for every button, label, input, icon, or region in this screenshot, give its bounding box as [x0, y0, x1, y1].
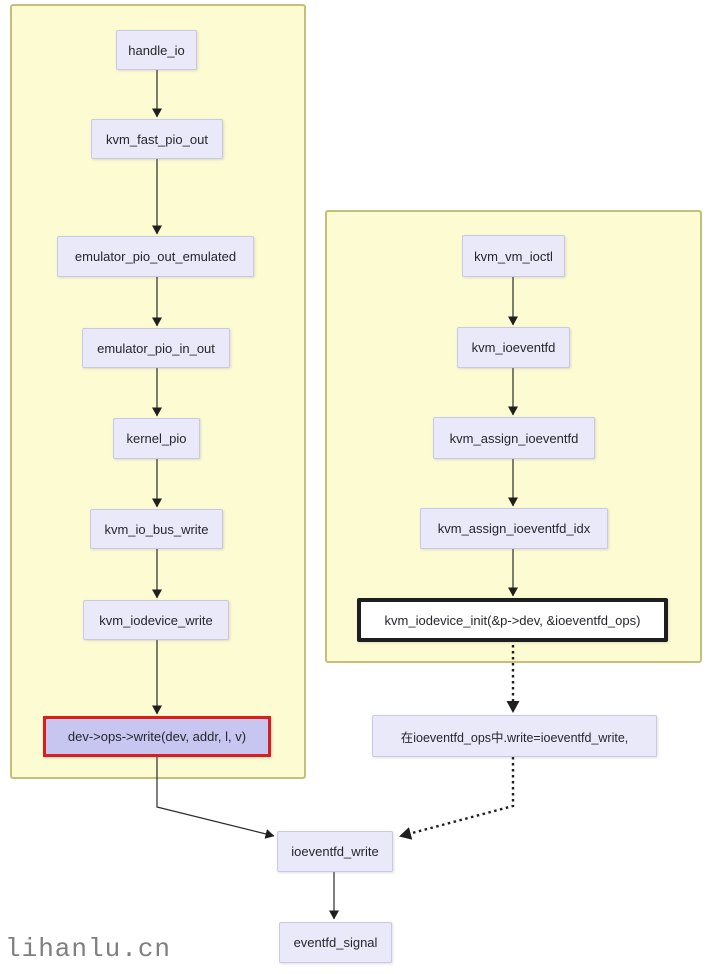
node-kvm-assign-ioeventfd-idx: kvm_assign_ioeventfd_idx — [420, 508, 608, 549]
node-kvm-iodevice-init: kvm_iodevice_init(&p->dev, &ioeventfd_op… — [357, 598, 668, 642]
node-kvm-vm-ioctl: kvm_vm_ioctl — [462, 235, 565, 277]
watermark: lihanlu.cn — [5, 934, 172, 964]
node-kernel-pio: kernel_pio — [113, 418, 200, 459]
node-ioeventfd-ops-note: 在ioeventfd_ops中.write=ioeventfd_write, — [372, 715, 657, 757]
node-dev-ops-write: dev->ops->write(dev, addr, l, v) — [43, 716, 271, 757]
node-kvm-io-bus-write: kvm_io_bus_write — [90, 509, 223, 549]
node-handle-io: handle_io — [116, 30, 197, 70]
arrow-opswrite-ioeventfdwrite — [156, 757, 275, 839]
node-kvm-fast-pio-out: kvm_fast_pio_out — [91, 119, 223, 159]
node-ioeventfd-write: ioeventfd_write — [277, 831, 393, 872]
node-kvm-assign-ioeventfd: kvm_assign_ioeventfd — [433, 417, 595, 459]
dotted-arrow-note-ioeventfdwrite — [399, 757, 515, 840]
node-kvm-ioeventfd: kvm_ioeventfd — [457, 327, 570, 368]
node-emulator-pio-in-out: emulator_pio_in_out — [82, 328, 230, 368]
node-emulator-pio-out-emulated: emulator_pio_out_emulated — [57, 236, 254, 277]
node-kvm-iodevice-write: kvm_iodevice_write — [83, 600, 229, 640]
node-eventfd-signal: eventfd_signal — [279, 922, 392, 963]
